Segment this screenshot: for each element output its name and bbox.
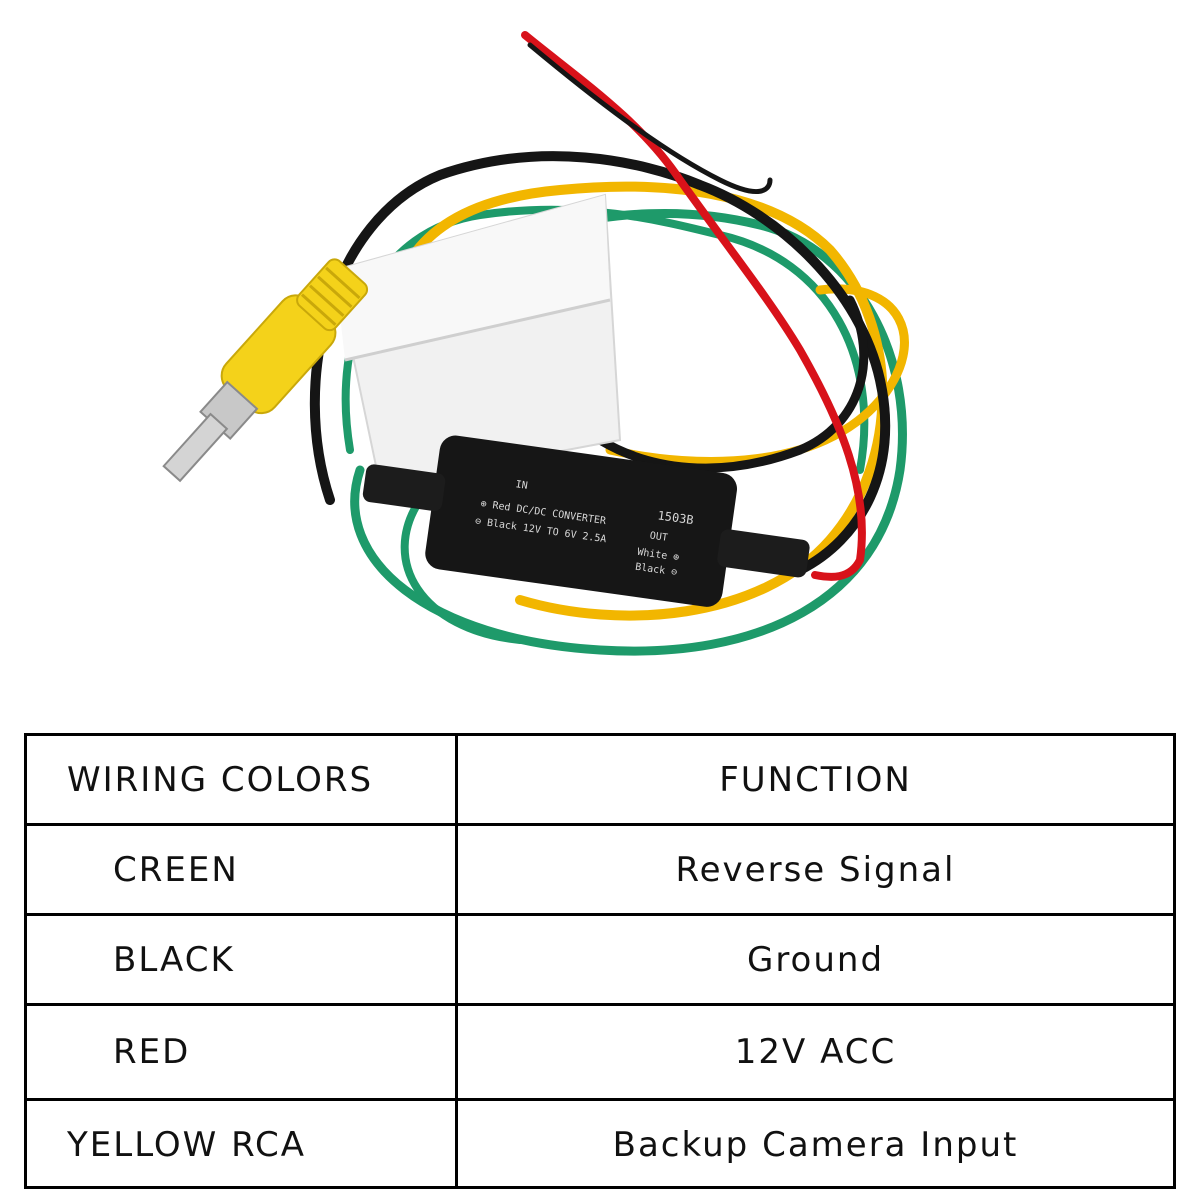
black-wire-tail bbox=[527, 42, 773, 195]
module-out-label: OUT bbox=[649, 530, 668, 543]
table-column-divider bbox=[455, 736, 458, 1186]
module-in-label: IN bbox=[515, 479, 528, 492]
wire-color-cell: RED bbox=[113, 1032, 191, 1072]
table-row: CREEN Reverse Signal bbox=[27, 826, 1173, 916]
header-function: FUNCTION bbox=[719, 759, 912, 800]
table-row: BLACK Ground bbox=[27, 916, 1173, 1006]
wire-color-cell: BLACK bbox=[113, 939, 235, 980]
table-header-row: WIRING COLORS FUNCTION bbox=[27, 736, 1173, 826]
wiring-table: WIRING COLORS FUNCTION CREEN Reverse Sig… bbox=[24, 733, 1176, 1189]
wire-color-cell: YELLOW RCA bbox=[67, 1125, 307, 1165]
rca-plug bbox=[162, 258, 369, 483]
wire-color-cell: CREEN bbox=[113, 849, 239, 890]
wiring-harness-illustration: IN 1503B ⊕ Red DC/DC CONVERTER OUT ⊖ Bla… bbox=[162, 31, 909, 656]
white-connector bbox=[333, 193, 622, 487]
header-wiring-colors: WIRING COLORS bbox=[67, 759, 374, 800]
yellow-wire-loop bbox=[395, 181, 888, 621]
function-cell: Reverse Signal bbox=[675, 849, 956, 890]
black-wire-loop-2 bbox=[595, 295, 869, 473]
function-cell: Ground bbox=[746, 939, 885, 980]
table-row: RED 12V ACC bbox=[27, 1006, 1173, 1101]
function-cell: Backup Camera Input bbox=[612, 1125, 1019, 1165]
table-row: YELLOW RCA Backup Camera Input bbox=[27, 1101, 1173, 1189]
product-photo: IN 1503B ⊕ Red DC/DC CONVERTER OUT ⊖ Bla… bbox=[162, 31, 909, 656]
function-cell: 12V ACC bbox=[734, 1032, 897, 1072]
module-model-label: 1503B bbox=[657, 508, 695, 527]
dc-dc-converter-module: IN 1503B ⊕ Red DC/DC CONVERTER OUT ⊖ Bla… bbox=[362, 435, 810, 607]
green-wire-lower bbox=[400, 496, 524, 644]
